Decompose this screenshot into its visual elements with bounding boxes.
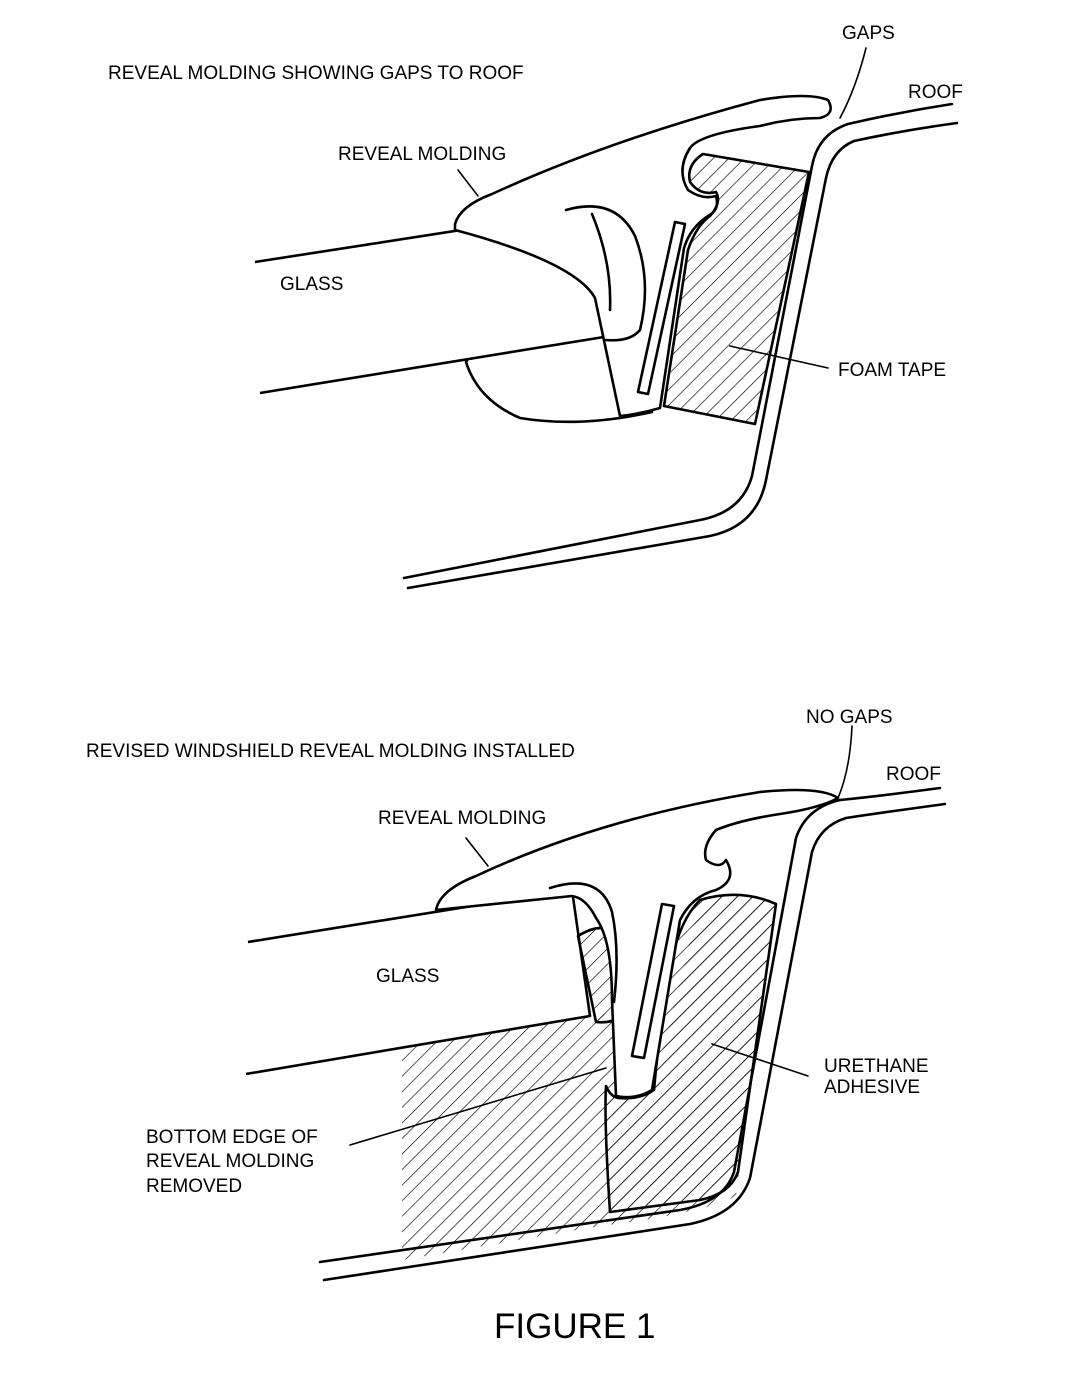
top-roof-outer-line [402,102,954,580]
bottom-molding-slot [630,902,676,1060]
bottom-edge-label-line2: REVEAL MOLDING [146,1151,314,1172]
bottom-edge-label-line3: REMOVED [146,1176,242,1197]
top-glass-label: GLASS [280,274,343,295]
bottom-glass-label: GLASS [376,966,439,987]
top-reveal-leader [457,169,479,197]
bottom-reveal-leader [465,837,489,867]
top-foam-leader [729,345,829,369]
bottom-roof-outer-line [318,786,942,1264]
top-glass-edge-line [590,212,612,312]
bottom-no-gaps-label: NO GAPS [806,707,893,728]
bottom-edge-label-line1: BOTTOM EDGE OF [146,1127,318,1148]
top-reveal-molding-label: REVEAL MOLDING [338,144,506,165]
bottom-reveal-molding-label: REVEAL MOLDING [378,808,546,829]
top-foam-tape [662,152,811,426]
bottom-reveal-molding [434,788,840,1099]
bottom-no-gaps-leader [837,725,853,799]
bottom-glass-encapsulation [548,882,618,1004]
top-glass-encapsulation [564,205,647,342]
bottom-urethane-label-line1: URETHANE [824,1056,929,1077]
bottom-edge-leader [349,1067,607,1146]
bottom-diagram: REVISED WINDSHIELD REVEAL MOLDING INSTAL… [86,707,947,1282]
figure-caption: FIGURE 1 [494,1307,655,1346]
top-title: REVEAL MOLDING SHOWING GAPS TO ROOF [108,63,524,84]
top-gaps-leader [839,47,867,119]
top-gaps-label: GAPS [842,23,895,44]
top-roof-inner-line [406,121,959,590]
bottom-roof-inner-line [322,802,947,1282]
top-reveal-molding [453,94,832,418]
top-foam-tape-label: FOAM TAPE [838,360,946,381]
bottom-title: REVISED WINDSHIELD REVEAL MOLDING INSTAL… [86,741,575,762]
bottom-urethane-leader [711,1043,809,1077]
bottom-urethane-label-line2: ADHESIVE [824,1077,920,1098]
bottom-roof-label: ROOF [886,764,941,785]
top-molding-slot [636,220,687,396]
top-diagram: REVEAL MOLDING SHOWING GAPS TO ROOF GAPS… [108,23,963,590]
top-roof-label: ROOF [908,82,963,103]
